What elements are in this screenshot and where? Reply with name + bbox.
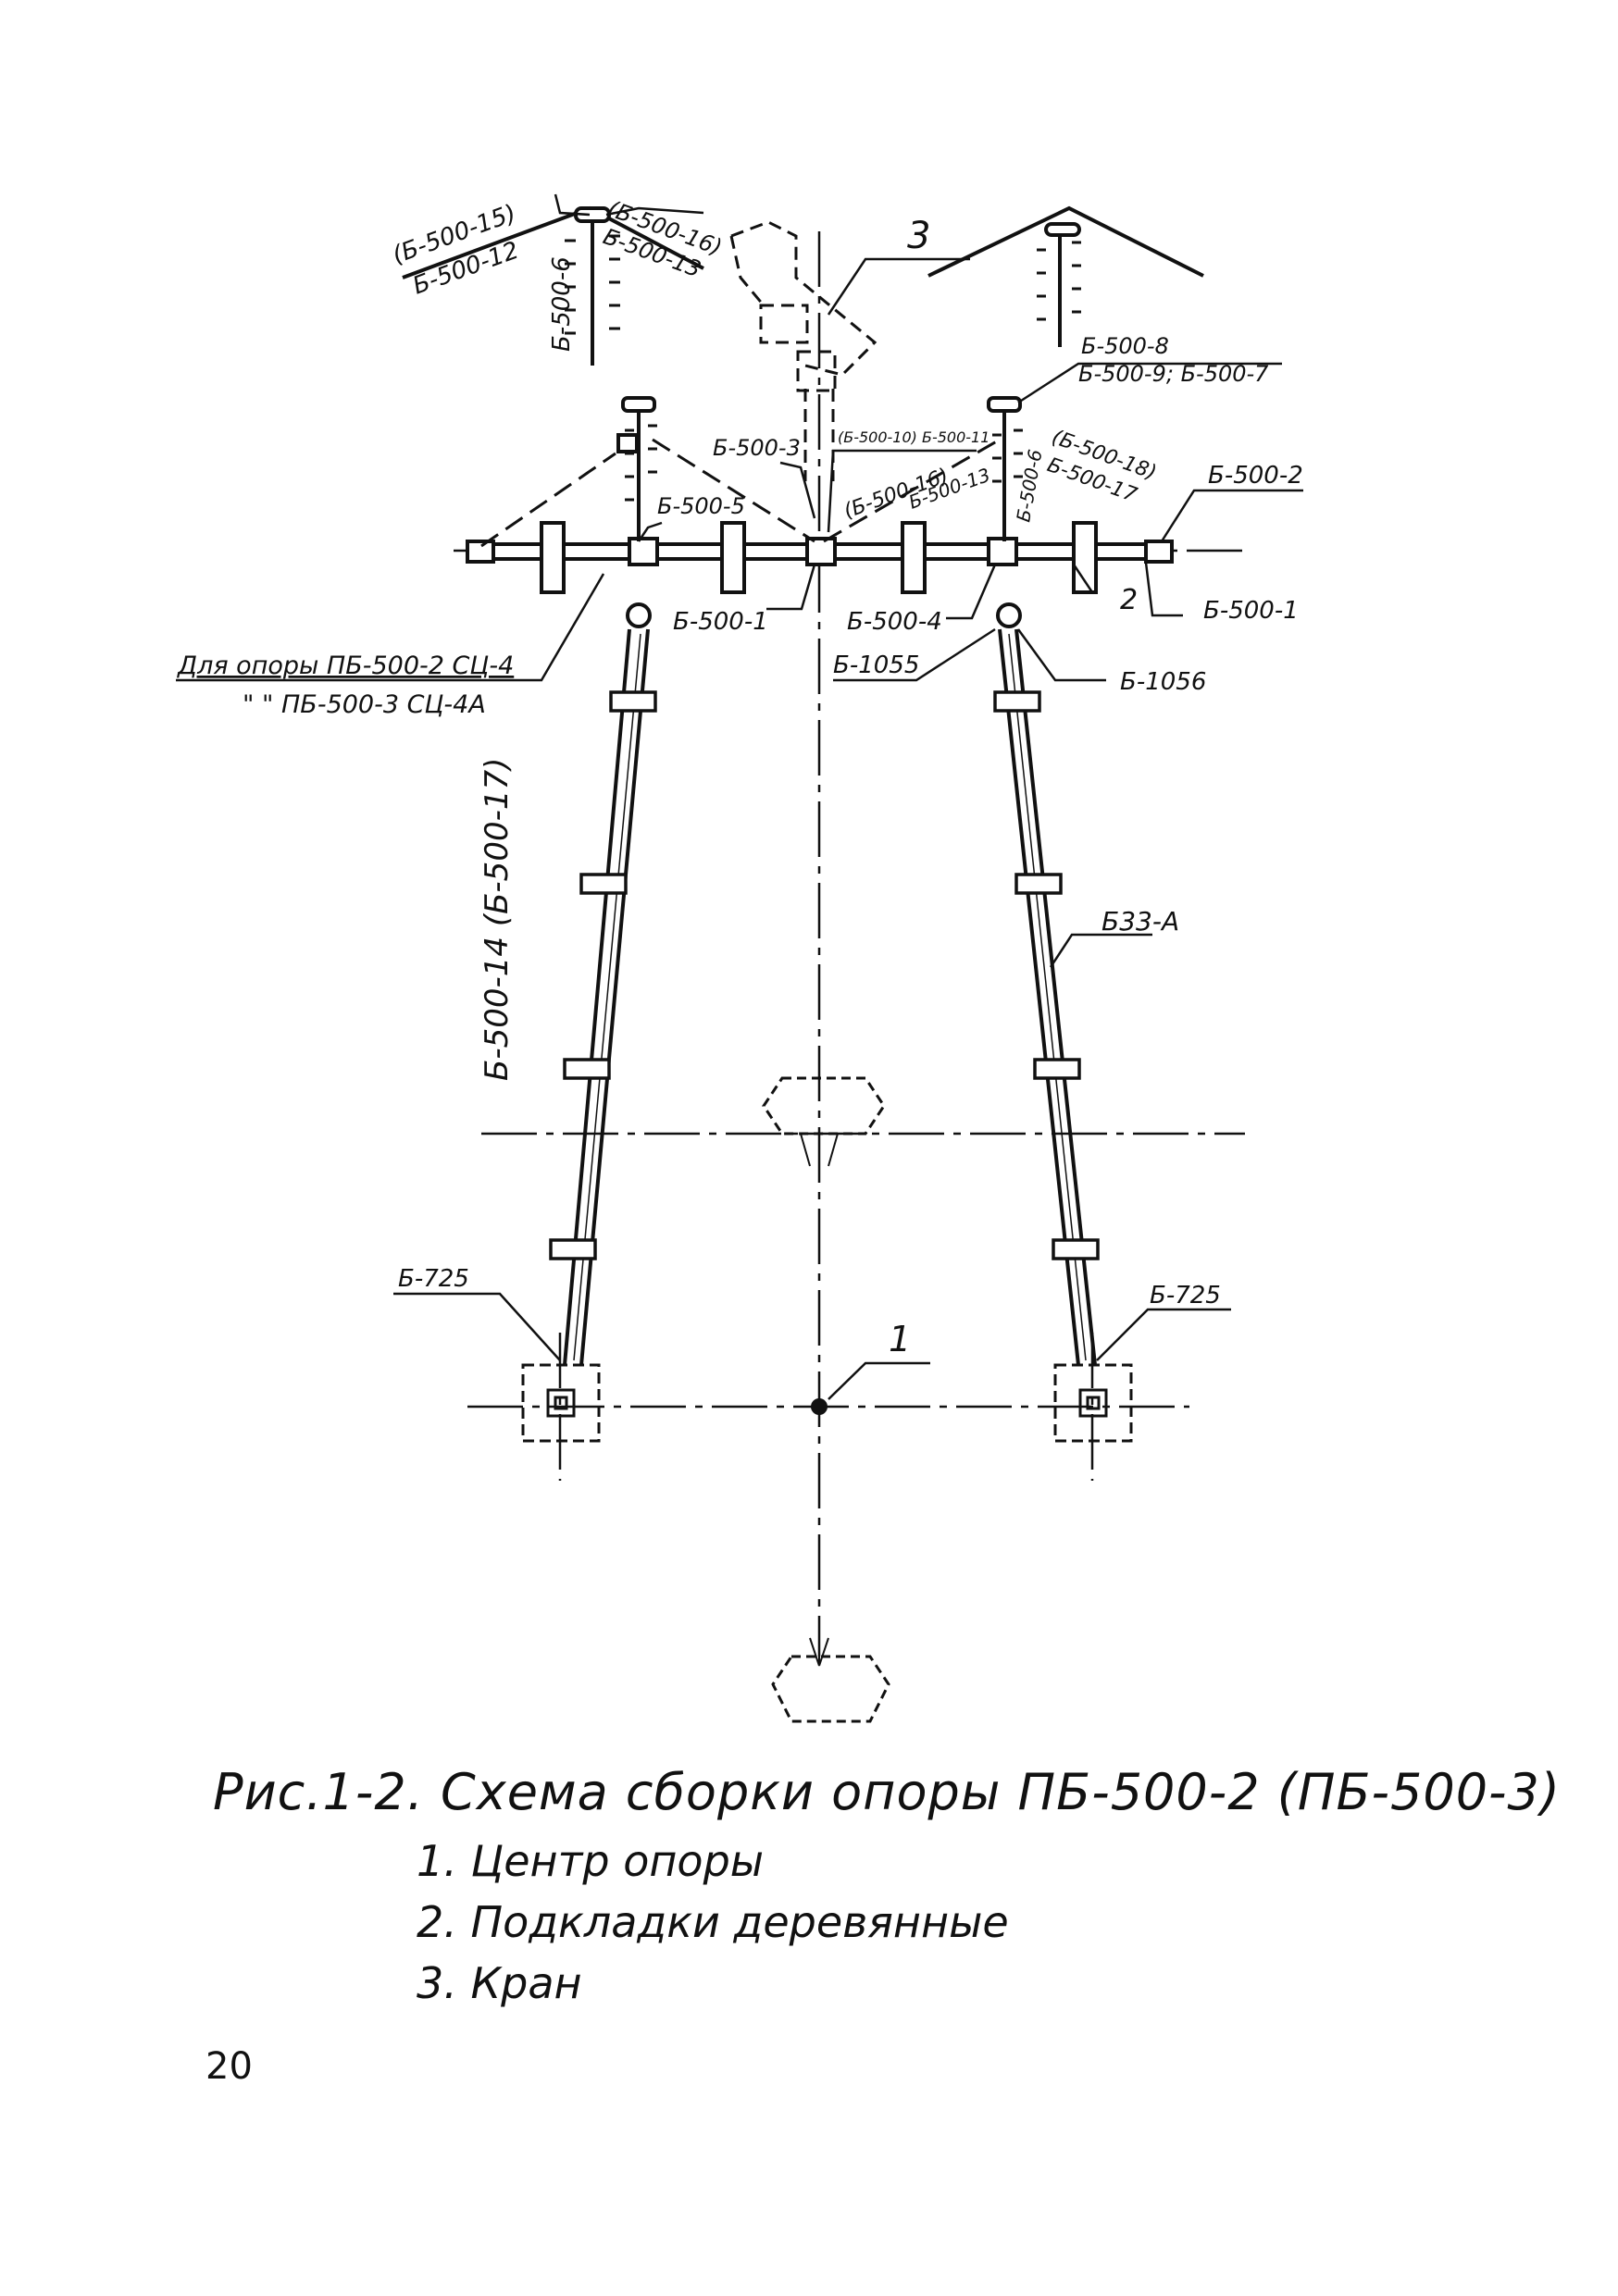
leader-lines: [176, 193, 1303, 1400]
crossarm-posts: [616, 396, 1023, 541]
anchor-mid: [762, 1076, 886, 1171]
label-b1056: Б-1056: [1120, 668, 1206, 696]
label-b1055: Б-1055: [833, 652, 919, 679]
top-left-inset: [402, 205, 704, 366]
right-leg: [993, 602, 1100, 1366]
foundation-left: [521, 1363, 601, 1443]
foundation-right: [1053, 1363, 1133, 1443]
left-leg: [549, 602, 657, 1366]
note-support-pb500-2: Для опоры ПБ-500-2 СЦ-4: [177, 652, 514, 680]
label-b500-13-mid: Б-500-13: [906, 464, 993, 514]
note-support-pb500-3: " " ПБ-500-3 СЦ-4А: [243, 690, 486, 719]
support-center-point: [811, 1398, 828, 1415]
crane-leader: [827, 257, 970, 316]
crossarm-braces: [480, 438, 1001, 548]
crane-outline: [729, 220, 877, 481]
assembly-scheme-diagram: 3: [176, 193, 1303, 1723]
legend-item-center: 1. Центр опоры: [417, 1836, 765, 1886]
label-b500-4: Б-500-4: [847, 608, 942, 636]
label-b500-2: Б-500-2: [1208, 462, 1303, 490]
crossarm: [466, 537, 1174, 566]
page-number: 20: [205, 2045, 253, 2088]
label-b500-10: (Б-500-10) Б-500-11: [838, 428, 989, 446]
crane-number: 3: [907, 215, 930, 257]
top-right-inset: [927, 205, 1204, 347]
legend-item-pads: 2. Подкладки деревянные: [417, 1897, 1009, 1947]
label-b500-6-top: Б-500-6: [548, 256, 576, 352]
figure-caption: Рис.1-2. Схема сборки опоры ПБ-500-2 (ПБ…: [213, 1763, 1561, 1821]
label-b500-6-mid: Б-500-6: [1012, 448, 1046, 524]
label-b500-1-left: Б-500-1: [673, 608, 768, 636]
wooden-pads: [540, 521, 1098, 594]
label-b725-left: Б-725: [398, 1265, 469, 1293]
label-b500-8: Б-500-8: [1081, 333, 1169, 359]
figure-caption-block: Рис.1-2. Схема сборки опоры ПБ-500-2 (ПБ…: [213, 1763, 1561, 2014]
pads-number: 2: [1120, 584, 1138, 616]
figure-legend: 1. Центр опоры 2. Подкладки деревянные 3…: [417, 1831, 1509, 2014]
label-left-leg: Б-500-14 (Б-500-17): [479, 758, 516, 1081]
label-b500-5: Б-500-5: [657, 493, 745, 519]
legend-item-crane: 3. Кран: [417, 1958, 582, 2008]
label-right-leg: Б33-А: [1101, 906, 1179, 937]
label-b500-1-right: Б-500-1: [1203, 597, 1299, 625]
center-number: 1: [889, 1319, 911, 1359]
anchor-bottom: [771, 1629, 890, 1723]
label-b725-right: Б-725: [1150, 1282, 1221, 1309]
label-b500-9: Б-500-9; Б-500-7: [1078, 361, 1269, 387]
label-b500-3: Б-500-3: [713, 435, 801, 461]
